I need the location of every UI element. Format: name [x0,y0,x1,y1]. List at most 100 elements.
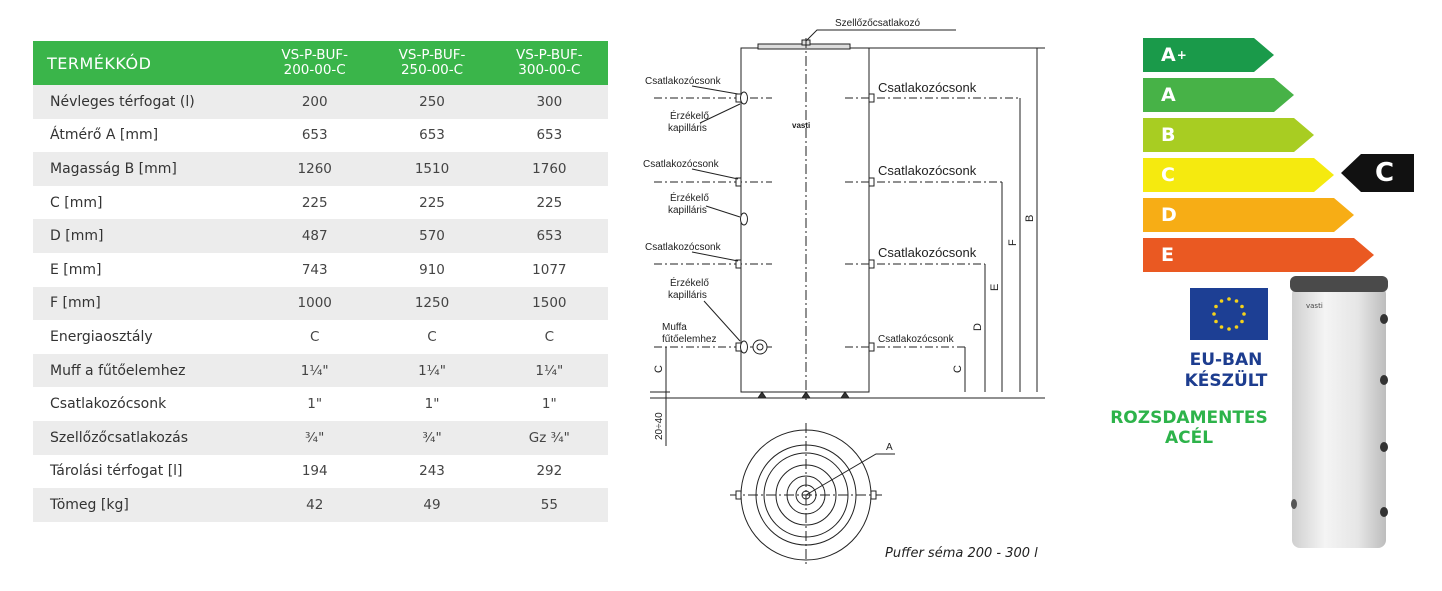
sensor-label-1a: Érzékelő [670,109,709,122]
muff-label-2: fűtőelemhez [662,334,716,345]
right-connector-label-1: Csatlakozócsonk [878,80,977,95]
row-value: 1¼" [300,362,329,379]
energy-class-letter: D [1161,204,1177,226]
row-value: C [309,328,320,345]
tank-port-1 [1380,314,1388,324]
dim-a-label: A [886,442,893,453]
row-value: 1" [541,396,557,413]
row-value: C [427,328,437,345]
row-value: 1¼" [418,362,446,379]
row-value: 1" [307,396,323,413]
row-value: 194 [301,463,328,480]
energy-class-bar: A [1143,78,1294,112]
row-value: 42 [306,496,324,513]
left-connector-low [735,259,742,269]
row-value: 1760 [532,160,567,177]
eu-made-text: EU-BAN KÉSZÜLT [1184,350,1268,391]
row-label: Energiaosztály [50,328,153,345]
row-value: 570 [419,228,445,245]
technical-drawing: Szellőzőcsatlakozó Csatlakozócsonk Érzék… [643,18,1045,566]
energy-rating-badge: C [1341,154,1414,192]
row-label: Tárolási térfogat [l] [50,463,183,480]
sensor-top [740,91,748,105]
row-label: Csatlakozócsonk [50,396,167,413]
sensor-label-2a: Érzékelő [670,191,709,204]
row-value: 653 [419,127,445,144]
row-value: 49 [423,496,441,513]
row-value: 300 [536,93,563,110]
energy-class-letter: C [1161,164,1175,186]
tank-feet [757,391,850,399]
left-connector-label-3: Csatlakozócsonk [645,242,722,253]
table-row: Névleges térfogat (l) 200 250 300 [33,85,608,119]
eu-star-icon [1219,299,1224,303]
row-label: Átmérő A [mm] [50,127,159,144]
row-value: C [544,328,555,345]
eu-star-icon [1219,325,1224,329]
row-label: D [mm] [50,228,104,245]
row-label: Tömeg [kg] [50,496,129,513]
tank-port-4 [1380,507,1388,517]
tank-top-cap [1290,276,1388,292]
row-label: Magasság B [mm] [50,160,177,177]
row-value: 225 [419,194,445,211]
eu-star-icon [1240,304,1244,309]
energy-class-bar: D [1143,198,1354,232]
row-value: 243 [419,463,445,480]
eu-star-icon [1234,325,1239,329]
spec-table: TERMÉKKÓD VS-P-BUF- 200-00-C VS-P-BUF- 2… [33,41,608,522]
leader-3 [691,168,739,180]
eu-star-icon [1242,312,1246,316]
eu-star-icon [1214,304,1218,309]
row-value: 1510 [414,160,450,177]
row-value: 743 [301,261,328,278]
row-value: 55 [540,496,558,513]
row-value: ¾" [422,429,442,446]
left-connector-label-2: Csatlakozócsonk [643,159,720,170]
energy-class-bar: B [1143,118,1314,152]
row-value: 910 [419,261,445,278]
row-value: 487 [301,228,328,245]
drawing-caption: Puffer séma 200 - 300 l [885,546,1038,561]
leader-6 [703,300,741,342]
row-value: 200 [301,93,328,110]
eu-flag-icon [1190,288,1268,340]
row-label: E [mm] [50,261,102,278]
column-header-300: VS-P-BUF- 300-00-C [515,47,583,78]
tank-brand: vasti [1306,302,1323,310]
right-connector-low [868,259,875,269]
dim-feet-label: 20÷40 [654,412,665,440]
eu-star-icon [1214,319,1218,324]
tank-port-3 [1380,442,1388,452]
leader-2 [699,103,741,124]
eu-star-icon [1234,299,1239,303]
energy-class-bar: E [1143,238,1374,272]
row-label: Névleges térfogat (l) [50,93,195,110]
dim-b-label: B [1024,215,1036,222]
row-value: 292 [536,463,563,480]
left-connector-label-1: Csatlakozócsonk [645,76,722,87]
tank-port-2 [1380,375,1388,385]
product-code-header: TERMÉKKÓD [47,53,152,73]
row-value: 250 [419,93,445,110]
energy-class-sup: + [1176,48,1187,62]
row-value: 1000 [297,295,332,312]
eu-star-icon [1212,312,1216,316]
tank-body [1292,286,1386,548]
top-view-port-right [870,490,877,500]
row-label: F [mm] [50,295,101,312]
row-value: 1077 [532,261,567,278]
energy-class-letter: A [1161,44,1176,66]
tank-port-5 [1291,499,1297,509]
heater-muff [752,339,768,355]
dim-a-leader [805,453,895,496]
